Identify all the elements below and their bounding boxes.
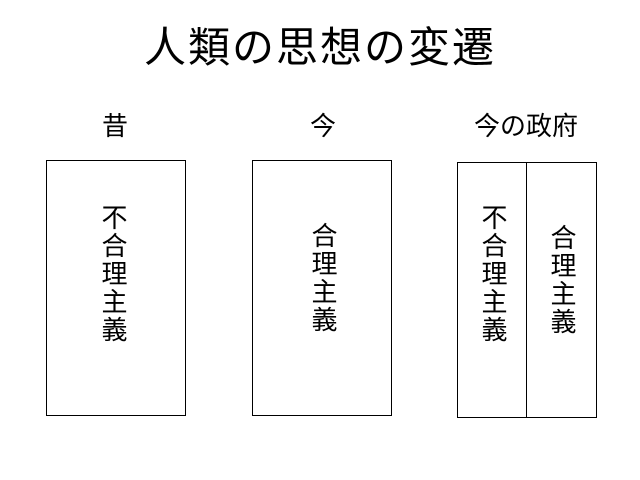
text-past: 不合理主義	[97, 204, 127, 344]
text-present: 合理主義	[307, 222, 337, 334]
slide-title: 人類の思想の変遷	[143, 23, 496, 72]
box-present	[252, 160, 392, 416]
box-government-divider	[526, 162, 527, 418]
heading-past: 昔	[101, 112, 128, 142]
heading-government: 今の政府	[473, 112, 578, 142]
box-government	[457, 162, 597, 418]
text-government-right: 合理主義	[546, 224, 576, 336]
heading-present: 今	[309, 112, 336, 142]
box-past	[46, 160, 186, 416]
text-government-left: 不合理主義	[477, 204, 507, 344]
